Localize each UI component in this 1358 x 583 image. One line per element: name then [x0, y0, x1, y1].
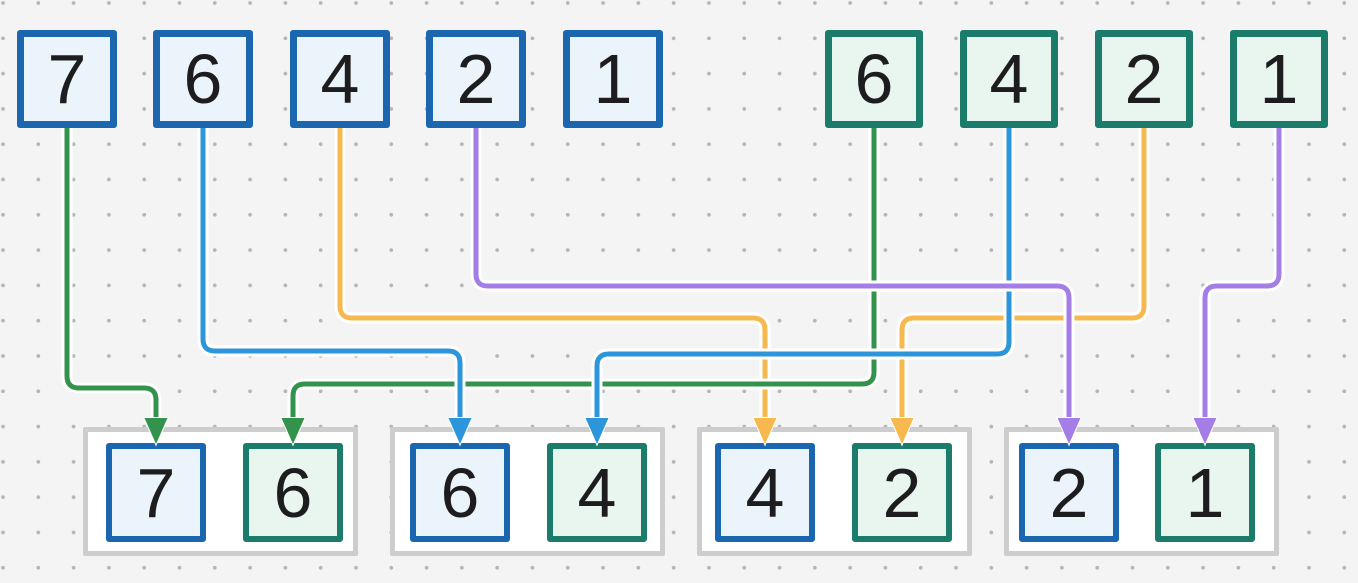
connector-green-right-6-to-pair1: [290, 128, 877, 423]
connector-blue-right-4-to-pair2: [594, 128, 1012, 423]
pair-1-cell-6: 6: [243, 443, 343, 542]
connector-purple-left-2-to-pair4: [473, 128, 1072, 423]
pair-2-cell-6: 6: [410, 443, 510, 542]
connector-halo-orange-right-2-to-pair3: [896, 128, 1150, 423]
connector-halo-purple-left-2-to-pair4: [470, 128, 1075, 423]
connector-halo-blue-left-6-to-pair2: [197, 128, 466, 423]
top-left-array-cell-2: 2: [426, 30, 526, 128]
connector-halo-green-left-7-to-pair1: [61, 128, 162, 423]
pair-4-cell-1: 1: [1155, 443, 1255, 542]
top-left-array-cell-7: 7: [17, 30, 117, 128]
connector-halo-orange-left-4-to-pair3: [334, 128, 771, 423]
top-right-array-cell-6: 6: [825, 30, 923, 128]
pair-2-cell-4: 4: [547, 443, 647, 542]
top-left-array-cell-1: 1: [563, 30, 663, 128]
pair-3-cell-4: 4: [715, 443, 815, 542]
connector-halo-blue-right-4-to-pair2: [591, 128, 1015, 423]
top-left-array-cell-6: 6: [153, 30, 253, 128]
top-left-array-cell-4: 4: [290, 30, 390, 128]
connector-halo-green-right-6-to-pair1: [287, 128, 880, 423]
connector-purple-right-1-to-pair4: [1202, 128, 1282, 423]
connector-halo-purple-right-1-to-pair4: [1199, 128, 1285, 423]
top-right-array-cell-4: 4: [960, 30, 1058, 128]
connector-blue-left-6-to-pair2: [200, 128, 463, 423]
top-right-array-cell-1: 1: [1230, 30, 1328, 128]
connector-orange-left-4-to-pair3: [337, 128, 768, 423]
connector-green-left-7-to-pair1: [64, 128, 159, 423]
connector-orange-right-2-to-pair3: [899, 128, 1147, 423]
pair-4-cell-2: 2: [1019, 443, 1119, 542]
pair-1-cell-7: 7: [106, 443, 206, 542]
top-right-array-cell-2: 2: [1095, 30, 1193, 128]
pair-3-cell-2: 2: [852, 443, 952, 542]
